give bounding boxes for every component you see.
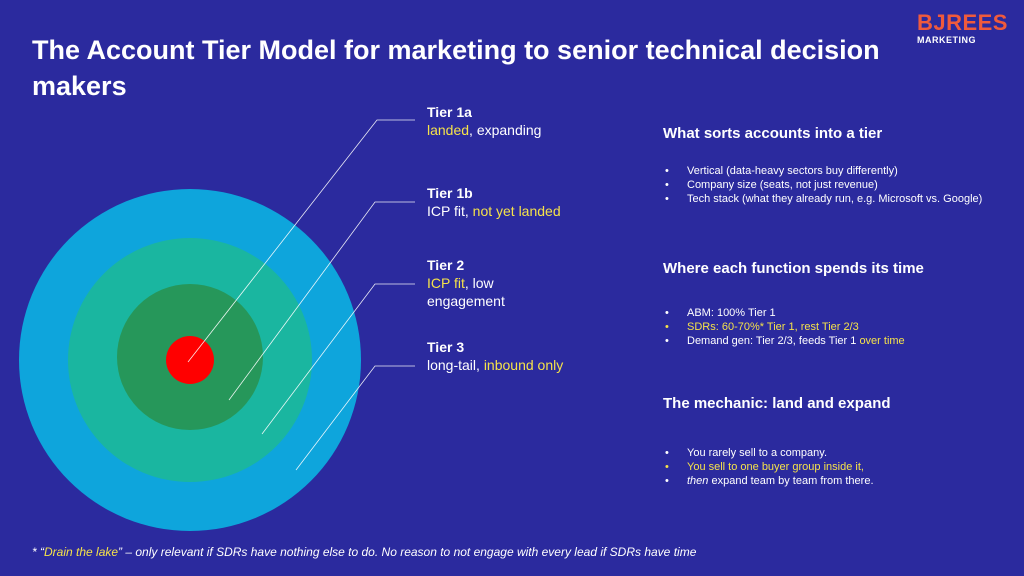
- tier-1a-leader-line: [187, 119, 415, 363]
- list-item: You rarely sell to a company.: [663, 446, 993, 460]
- list-item: Vertical (data-heavy sectors buy differe…: [663, 164, 993, 178]
- brand-logo: BJREES MARKETING: [916, 10, 1008, 46]
- tier-desc-part: landed: [427, 122, 470, 138]
- tier-3-leader-line: [295, 365, 415, 471]
- bullet-text: Demand gen: Tier 2/3, feeds Tier 1: [687, 335, 860, 347]
- bullet-text: Company size (seats, not just revenue): [687, 179, 878, 191]
- tier-name: Tier 3: [427, 339, 465, 355]
- bullet-text: You rarely sell to a company.: [687, 447, 828, 459]
- footnote: * “Drain the lake” – only relevant if SD…: [32, 545, 992, 559]
- list-item: Demand gen: Tier 2/3, feeds Tier 1 over …: [663, 334, 993, 348]
- tier-desc-part: long-tail,: [427, 357, 484, 373]
- tier-1b-label: Tier 1b ICP fit, not yet landed: [427, 184, 627, 220]
- logo-subtitle: MARKETING: [916, 35, 976, 45]
- logo-wordmark: BJREES: [916, 10, 1008, 35]
- bullet-text: expand team by team from there.: [708, 475, 874, 487]
- bullet-text: You sell to one buyer group inside it,: [687, 461, 864, 473]
- list-item: Tech stack (what they already run, e.g. …: [663, 192, 993, 206]
- tier-3-label: Tier 3 long-tail, inbound only: [427, 338, 567, 374]
- slide-title: The Account Tier Model for marketing to …: [32, 35, 880, 101]
- bullet-text: Tech stack (what they already run, e.g. …: [687, 193, 983, 205]
- tier-description: ICP fit, low engagement: [427, 274, 547, 310]
- footnote-part: ” – only relevant if SDRs have nothing e…: [118, 545, 697, 559]
- list-item: Company size (seats, not just revenue): [663, 178, 993, 192]
- section-title-land-expand: The mechanic: land and expand: [663, 395, 891, 412]
- bullet-text-highlight: over time: [859, 335, 905, 347]
- tier-desc-part: , expanding: [469, 122, 542, 138]
- function-time-list: ABM: 100% Tier 1 SDRs: 60-70%* Tier 1, r…: [663, 306, 993, 348]
- tier-desc-part: , low engagement: [427, 275, 505, 309]
- tier-desc-part: ICP fit,: [427, 203, 473, 219]
- tier-description: ICP fit, not yet landed: [427, 202, 627, 220]
- list-item: ABM: 100% Tier 1: [663, 306, 993, 320]
- tier-name: Tier 2: [427, 257, 465, 273]
- list-item: then expand team by team from there.: [663, 474, 993, 488]
- land-expand-list: You rarely sell to a company. You sell t…: [663, 446, 993, 488]
- tier-2-label: Tier 2 ICP fit, low engagement: [427, 256, 547, 310]
- section-title-function-time: Where each function spends its time: [663, 260, 924, 277]
- tier-name: Tier 1b: [427, 185, 473, 201]
- list-item: SDRs: 60-70%* Tier 1, rest Tier 2/3: [663, 320, 993, 334]
- section-title-tier-criteria: What sorts accounts into a tier: [663, 125, 883, 142]
- tier-2-leader-line: [261, 283, 415, 435]
- tier-1b-leader-line: [228, 201, 415, 401]
- bullet-text-italic: then: [687, 475, 709, 487]
- tier-name: Tier 1a: [427, 104, 472, 120]
- tier-desc-part: not yet landed: [472, 203, 561, 219]
- bullet-text: ABM: 100% Tier 1: [687, 307, 776, 319]
- list-item: You sell to one buyer group inside it,: [663, 460, 993, 474]
- tier-description: landed, expanding: [427, 121, 627, 139]
- tier-description: long-tail, inbound only: [427, 356, 567, 374]
- tier-desc-part: inbound only: [483, 357, 564, 373]
- tier-criteria-list: Vertical (data-heavy sectors buy differe…: [663, 164, 993, 206]
- bullet-text: SDRs: 60-70%* Tier 1, rest Tier 2/3: [687, 321, 859, 333]
- tier-desc-part: ICP fit: [427, 275, 465, 291]
- footnote-highlight: Drain the lake: [44, 545, 119, 559]
- bullet-text: Vertical (data-heavy sectors buy differe…: [687, 165, 898, 177]
- footnote-part: * “: [32, 545, 44, 559]
- tier-1a-label: Tier 1a landed, expanding: [427, 103, 627, 139]
